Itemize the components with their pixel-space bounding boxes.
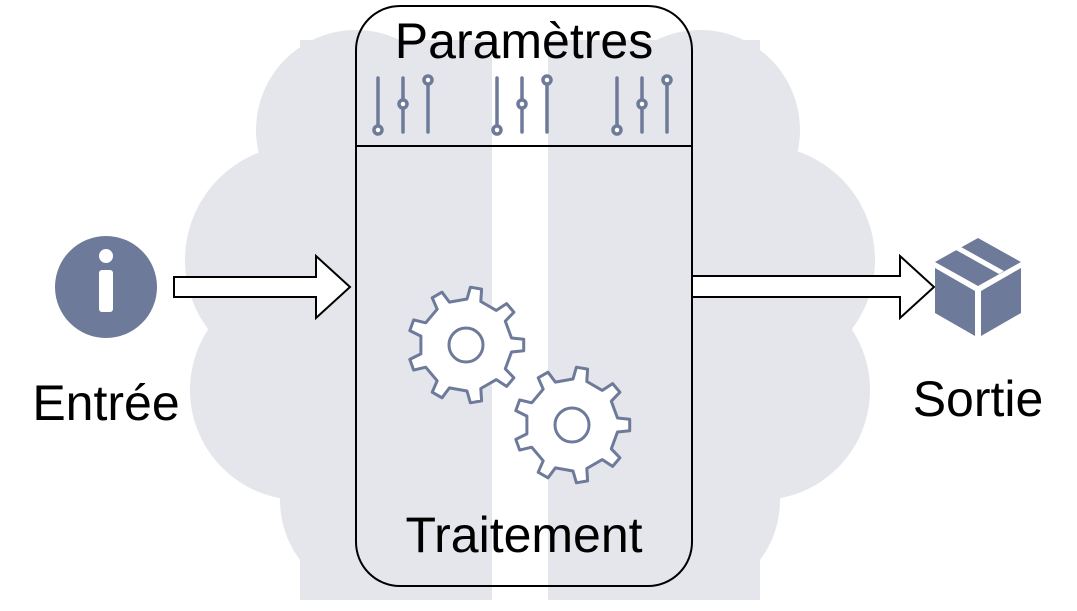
info-icon [55,236,157,338]
gear-large-icon [408,285,526,405]
params-label: Paramètres [395,13,653,69]
gear-small-icon [514,365,632,485]
gears-icon [408,285,632,485]
input-arrow [173,253,352,321]
sliders-icon [372,74,673,136]
output-arrow [691,253,936,321]
output-label: Sortie [913,371,1044,427]
box-icon [935,238,1021,336]
input-label: Entrée [32,375,179,431]
process-label: Traitement [405,507,642,563]
